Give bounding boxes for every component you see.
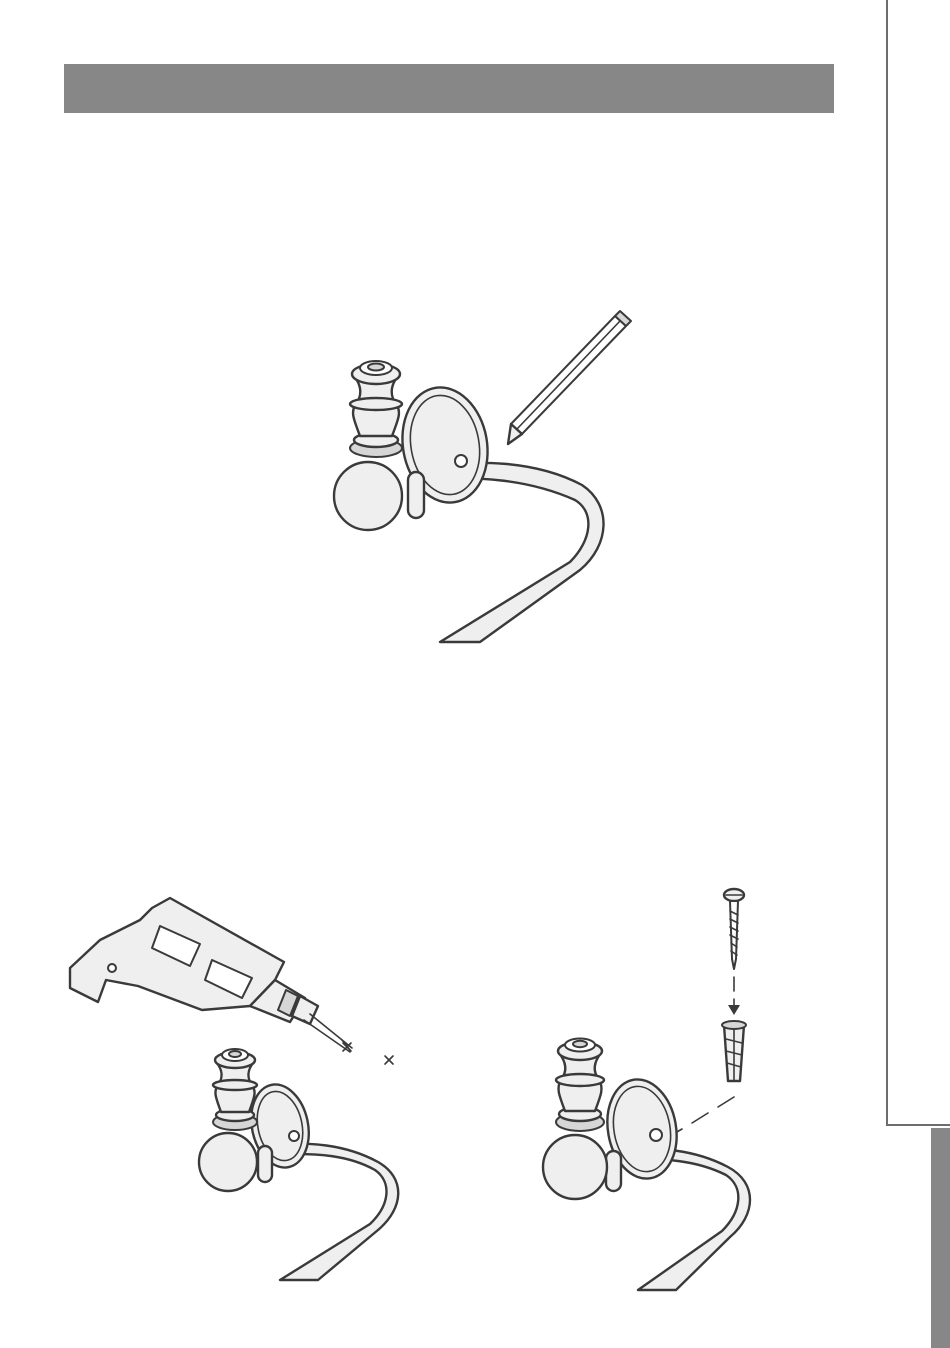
towel-ring-bracket-icon xyxy=(199,1049,398,1280)
chapter-tab-marker xyxy=(931,1128,950,1348)
power-drill-icon xyxy=(70,898,352,1052)
insert-direction-arrow xyxy=(728,977,740,1015)
drill-holes-figure xyxy=(60,890,420,1280)
page-margin-rule-foot xyxy=(886,1124,950,1126)
towel-ring-bracket-icon xyxy=(334,361,604,642)
mark-position-figure xyxy=(320,300,640,650)
towel-ring-bracket-icon xyxy=(543,1039,750,1291)
section-header-bar xyxy=(64,64,834,113)
page-margin-rule xyxy=(886,0,888,1126)
wall-plug-icon xyxy=(722,1021,746,1081)
insert-plug-screw-figure xyxy=(530,885,790,1295)
screw-icon xyxy=(724,889,744,969)
pencil-icon xyxy=(508,311,631,444)
